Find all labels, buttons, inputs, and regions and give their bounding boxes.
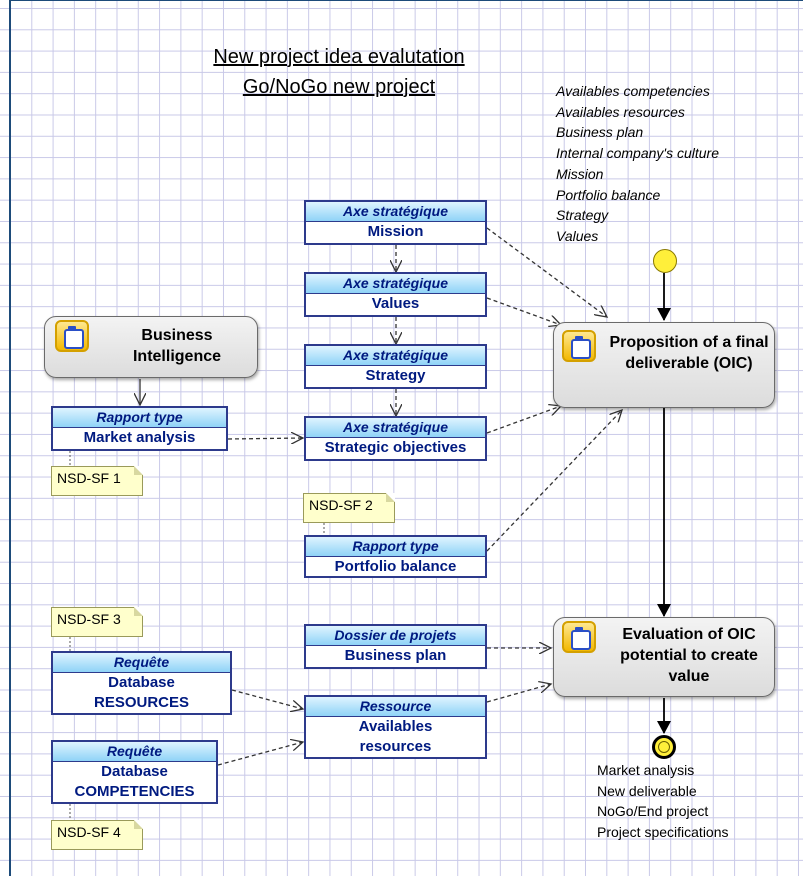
note-label: NSD-SF 4: [57, 824, 121, 840]
flow-values-to-proposition: [486, 297, 561, 325]
outputs-list-item: Market analysis: [597, 762, 695, 778]
clipboard-icon: [562, 621, 596, 653]
task-label: Business Intelligence: [132, 327, 222, 365]
task-label: Evaluation of OIC potential to create va…: [620, 626, 758, 685]
object-label: Strategy: [365, 367, 426, 384]
outputs-list-item: Project specifications: [597, 824, 729, 841]
clipboard-icon: [562, 330, 596, 362]
object-strategic-objectives[interactable]: Axe stratégique Strategic objectives: [304, 416, 487, 461]
note-nsd-sf-3[interactable]: NSD-SF 3: [51, 607, 143, 637]
object-strategy[interactable]: Axe stratégique Strategy: [304, 344, 487, 389]
object-type: Rapport type: [53, 408, 226, 428]
object-label: Mission: [367, 223, 424, 240]
inputs-list-item: Portfolio balance: [556, 186, 661, 203]
object-type: Ressource: [306, 697, 485, 717]
task-label: Proposition of a final deliverable (OIC): [609, 334, 769, 372]
object-label: Portfolio balance: [334, 558, 457, 575]
object-database-resources[interactable]: Requête Database RESOURCES: [51, 651, 232, 715]
outputs-list: Market analysis New deliverable NoGo/End…: [597, 760, 729, 843]
flow-mission-to-proposition: [486, 227, 607, 317]
inputs-list-item: Values: [556, 227, 599, 244]
object-type: Axe stratégique: [306, 274, 485, 294]
inputs-list-item: Business plan: [556, 124, 644, 141]
note-label: NSD-SF 1: [57, 470, 121, 486]
frame-border-top: [9, 0, 803, 1]
flow-objectives-to-proposition: [486, 406, 561, 434]
object-business-plan[interactable]: Dossier de projets Business plan: [304, 624, 487, 669]
object-database-competencies[interactable]: Requête Database COMPETENCIES: [51, 740, 218, 804]
object-label: Business plan: [344, 647, 447, 664]
diagram-subtitle: Go/NoGo new project: [242, 76, 436, 98]
object-label-line1: Availables: [358, 718, 433, 735]
task-evaluation[interactable]: Evaluation of OIC potential to create va…: [553, 617, 775, 697]
start-event-icon[interactable]: [653, 249, 677, 273]
object-market-analysis[interactable]: Rapport type Market analysis: [51, 406, 228, 451]
flow-dbresources-to-resources: [231, 689, 303, 709]
inputs-list: Availables competencies Availables resou…: [556, 81, 719, 247]
inputs-list-item: Strategy: [556, 207, 609, 224]
diagram-title: New project idea evalutation: [213, 46, 465, 68]
flow-resources-to-evaluation: [486, 684, 551, 703]
inputs-list-item: Mission: [556, 165, 604, 182]
object-type: Axe stratégique: [306, 202, 485, 222]
inputs-list-item: Internal company's culture: [556, 145, 719, 162]
object-label: Values: [371, 295, 420, 312]
object-type: Requête: [53, 653, 230, 673]
object-mission[interactable]: Axe stratégique Mission: [304, 200, 487, 245]
note-nsd-sf-1[interactable]: NSD-SF 1: [51, 466, 143, 496]
object-label-line2: RESOURCES: [93, 694, 190, 711]
clipboard-icon: [55, 320, 89, 352]
object-label-line2: resources: [359, 738, 432, 755]
inputs-list-item: Availables resources: [556, 103, 685, 120]
object-label: Market analysis: [83, 429, 196, 446]
object-type: Requête: [53, 742, 216, 762]
outputs-list-item: New deliverable: [597, 782, 697, 799]
inputs-list-item: Availables competencies: [556, 83, 710, 99]
object-portfolio-balance[interactable]: Rapport type Portfolio balance: [304, 535, 487, 578]
object-type: Axe stratégique: [306, 418, 485, 438]
frame-border-left: [9, 0, 11, 876]
task-business-intelligence[interactable]: Business Intelligence: [44, 316, 258, 378]
note-label: NSD-SF 2: [309, 497, 373, 513]
object-label-line2: COMPETENCIES: [74, 783, 195, 800]
flow-portfolio-to-proposition: [486, 410, 622, 552]
object-type: Rapport type: [306, 537, 485, 557]
note-label: NSD-SF 3: [57, 611, 121, 627]
flow-dbcompetencies-to-resources: [217, 742, 303, 766]
object-availables-resources[interactable]: Ressource Availables resources: [304, 695, 487, 759]
note-nsd-sf-2[interactable]: NSD-SF 2: [303, 493, 395, 523]
outputs-list-item: NoGo/End project: [597, 803, 709, 820]
task-proposition[interactable]: Proposition of a final deliverable (OIC): [553, 322, 775, 408]
object-type: Axe stratégique: [306, 346, 485, 366]
object-label-line1: Database: [108, 674, 175, 691]
object-label: Strategic objectives: [324, 439, 467, 456]
object-label-line1: Database: [101, 763, 168, 780]
object-values[interactable]: Axe stratégique Values: [304, 272, 487, 317]
note-nsd-sf-4[interactable]: NSD-SF 4: [51, 820, 143, 850]
flow-market-to-objectives: [227, 438, 303, 439]
end-event-icon[interactable]: [652, 735, 676, 759]
object-type: Dossier de projets: [306, 626, 485, 646]
